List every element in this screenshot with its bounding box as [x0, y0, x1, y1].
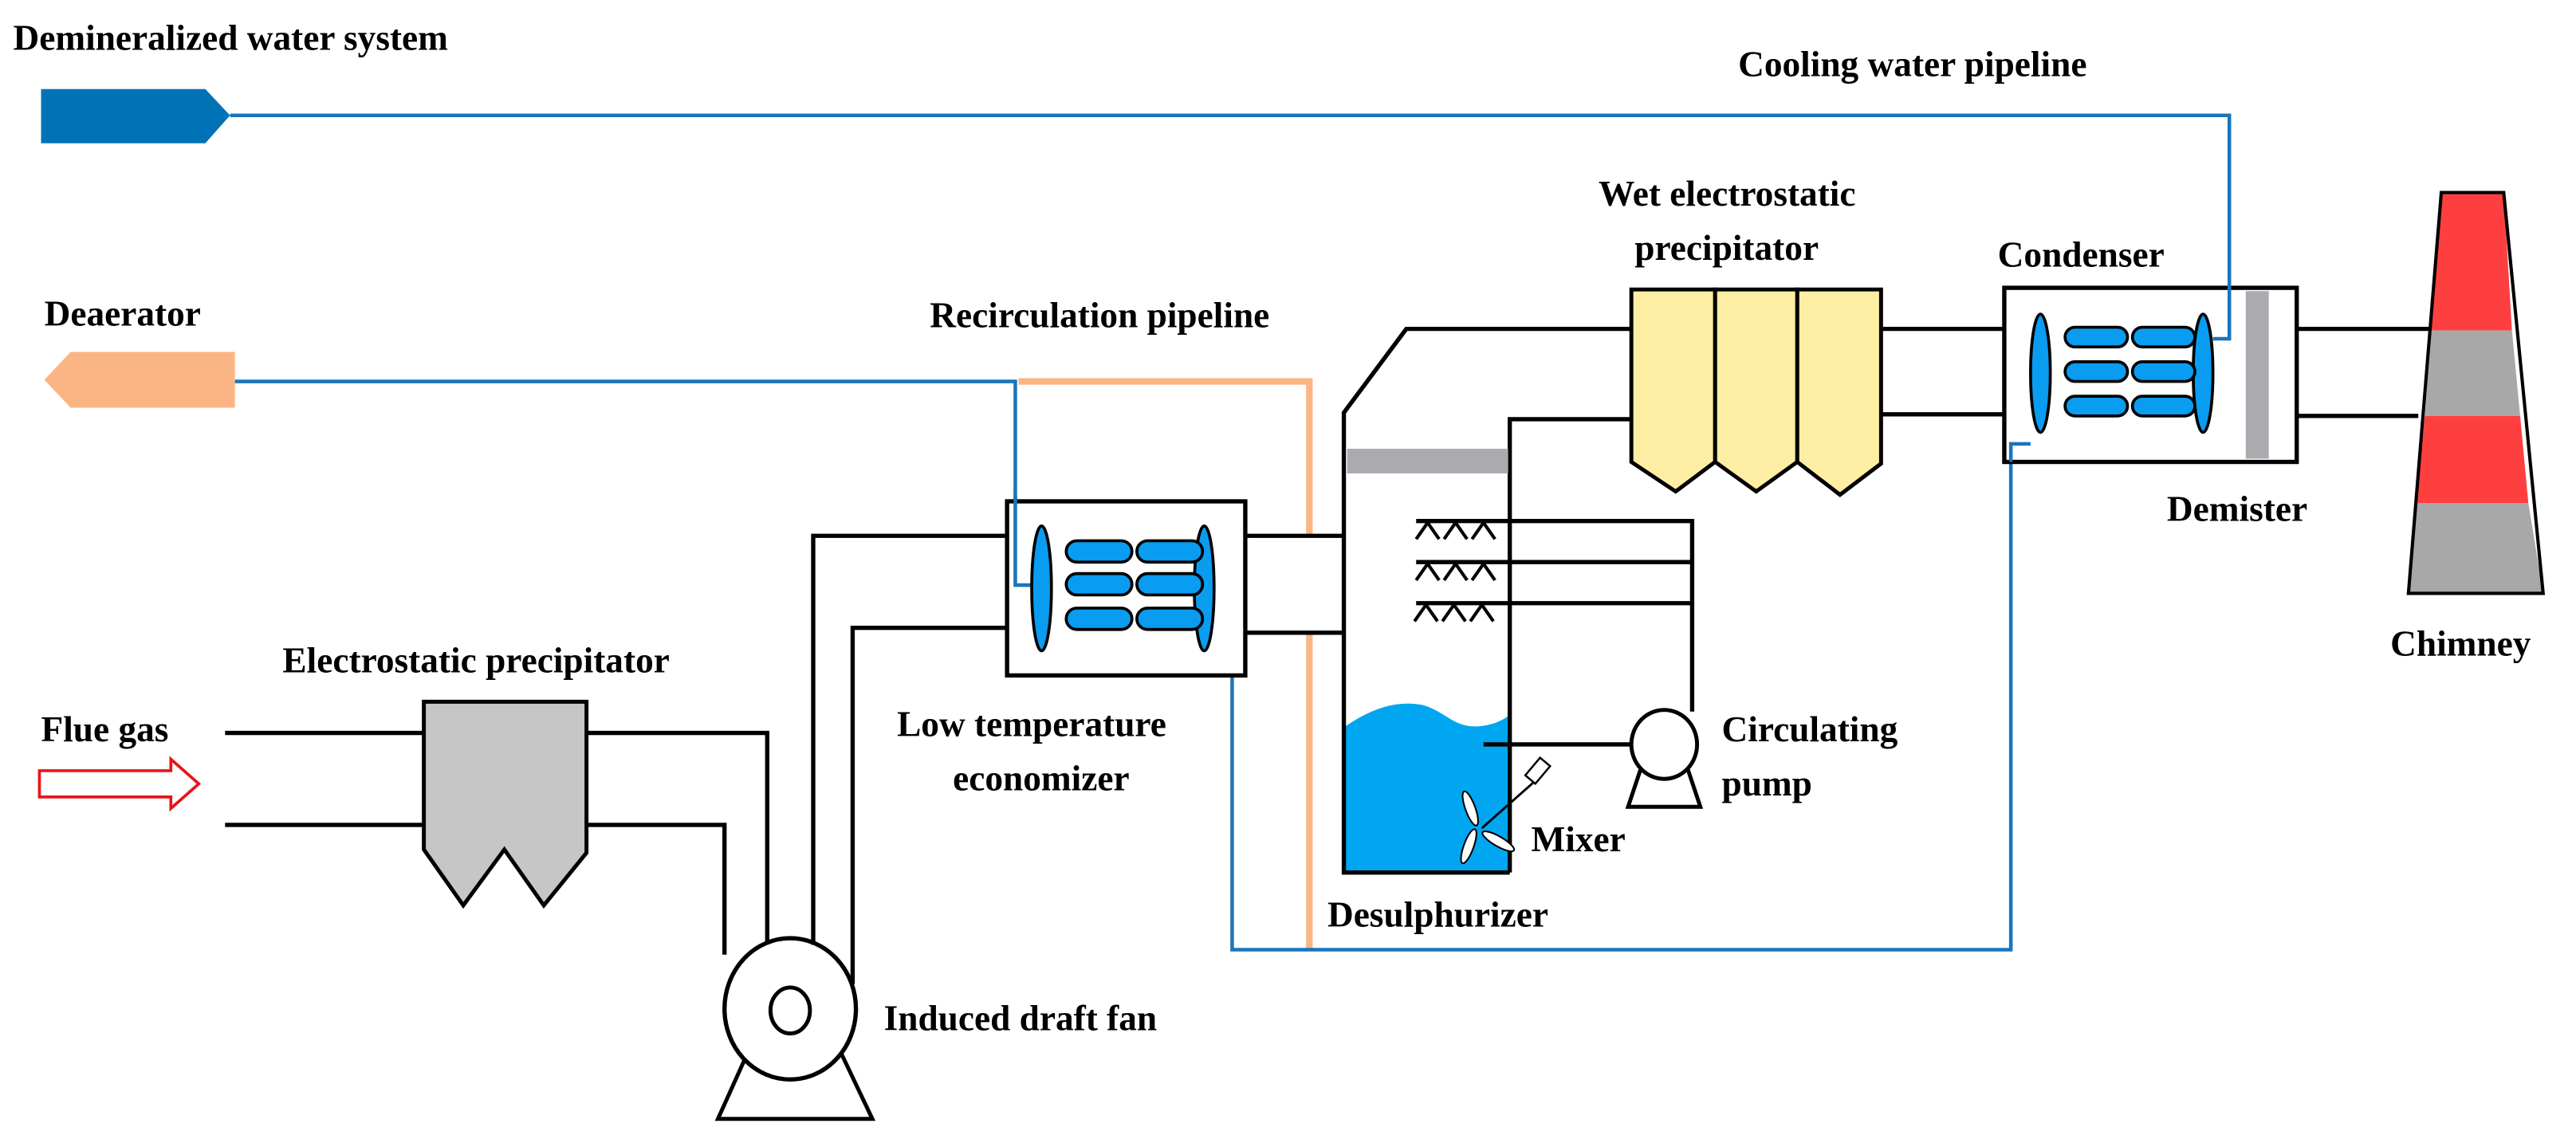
- economizer-header-left: [1030, 524, 1053, 653]
- esp-outlet-duct-bottom: [586, 823, 727, 955]
- label-desulphurizer: Desulphurizer: [1327, 895, 1548, 935]
- desulphurizer-slurry: [1345, 703, 1510, 873]
- circulating-pump-icon: [1629, 708, 1700, 781]
- label-flue-gas: Flue gas: [41, 709, 169, 749]
- chimney-icon: [2406, 190, 2546, 595]
- label-cooling-water-pipeline: Cooling water pipeline: [1738, 44, 2086, 84]
- label-demister: Demister: [2167, 489, 2307, 529]
- desulphurizer-demister-bar: [1347, 449, 1508, 473]
- label-electrostatic-precipitator: Electrostatic precipitator: [282, 640, 669, 680]
- fan-hub: [768, 985, 812, 1036]
- label-mixer: Mixer: [1531, 819, 1625, 859]
- label-circulating-pump-line2: pump: [1721, 764, 1811, 803]
- label-low-temp-economizer-line1: Low temperature: [897, 705, 1166, 744]
- label-wet-esp-line2: precipitator: [1634, 228, 1819, 268]
- condenser-header-left: [2029, 312, 2052, 434]
- demineralized-water-tag: [41, 88, 230, 143]
- flue-gas-arrow-icon: [37, 756, 202, 812]
- label-induced-draft-fan: Induced draft fan: [884, 998, 1158, 1038]
- label-circulating-pump-line1: Circulating: [1721, 709, 1898, 749]
- esp-outlet-duct-top: [586, 730, 769, 972]
- label-recirculation-pipeline: Recirculation pipeline: [930, 296, 1269, 336]
- label-condenser: Condenser: [1998, 234, 2165, 274]
- electrostatic-precipitator: [422, 699, 589, 909]
- wet-electrostatic-precipitator: [1629, 287, 1883, 497]
- label-demineralized-water-system: Demineralized water system: [13, 18, 447, 57]
- recirculation-pipeline: [1018, 378, 1313, 536]
- condenser-outlet-stub: [2212, 281, 2232, 341]
- mixer-icon: [1460, 756, 1552, 865]
- label-chimney: Chimney: [2390, 624, 2531, 664]
- demister: [2245, 291, 2269, 459]
- deaerator-tag: [44, 352, 235, 408]
- desulphurizer-inner-wall: [1508, 417, 1632, 873]
- fan-outlet-duct-top: [811, 533, 1008, 945]
- condenser-inlet-stub: [2008, 442, 2031, 462]
- condenser-tube-bundle: [2063, 325, 2196, 418]
- economizer-tube-bundle: [1064, 539, 1205, 631]
- label-low-temp-economizer-line2: economizer: [953, 759, 1129, 799]
- label-deaerator: Deaerator: [45, 294, 201, 334]
- desulphurizer-outer-wall: [1341, 326, 1632, 875]
- spray-headers: [1416, 519, 1695, 712]
- deaerator-pipe: [234, 379, 1039, 587]
- spray-nozzles-icon: [1413, 520, 1496, 623]
- label-wet-esp-line1: Wet electrostatic: [1599, 174, 1856, 214]
- fan-outlet-duct-bottom: [850, 625, 1008, 984]
